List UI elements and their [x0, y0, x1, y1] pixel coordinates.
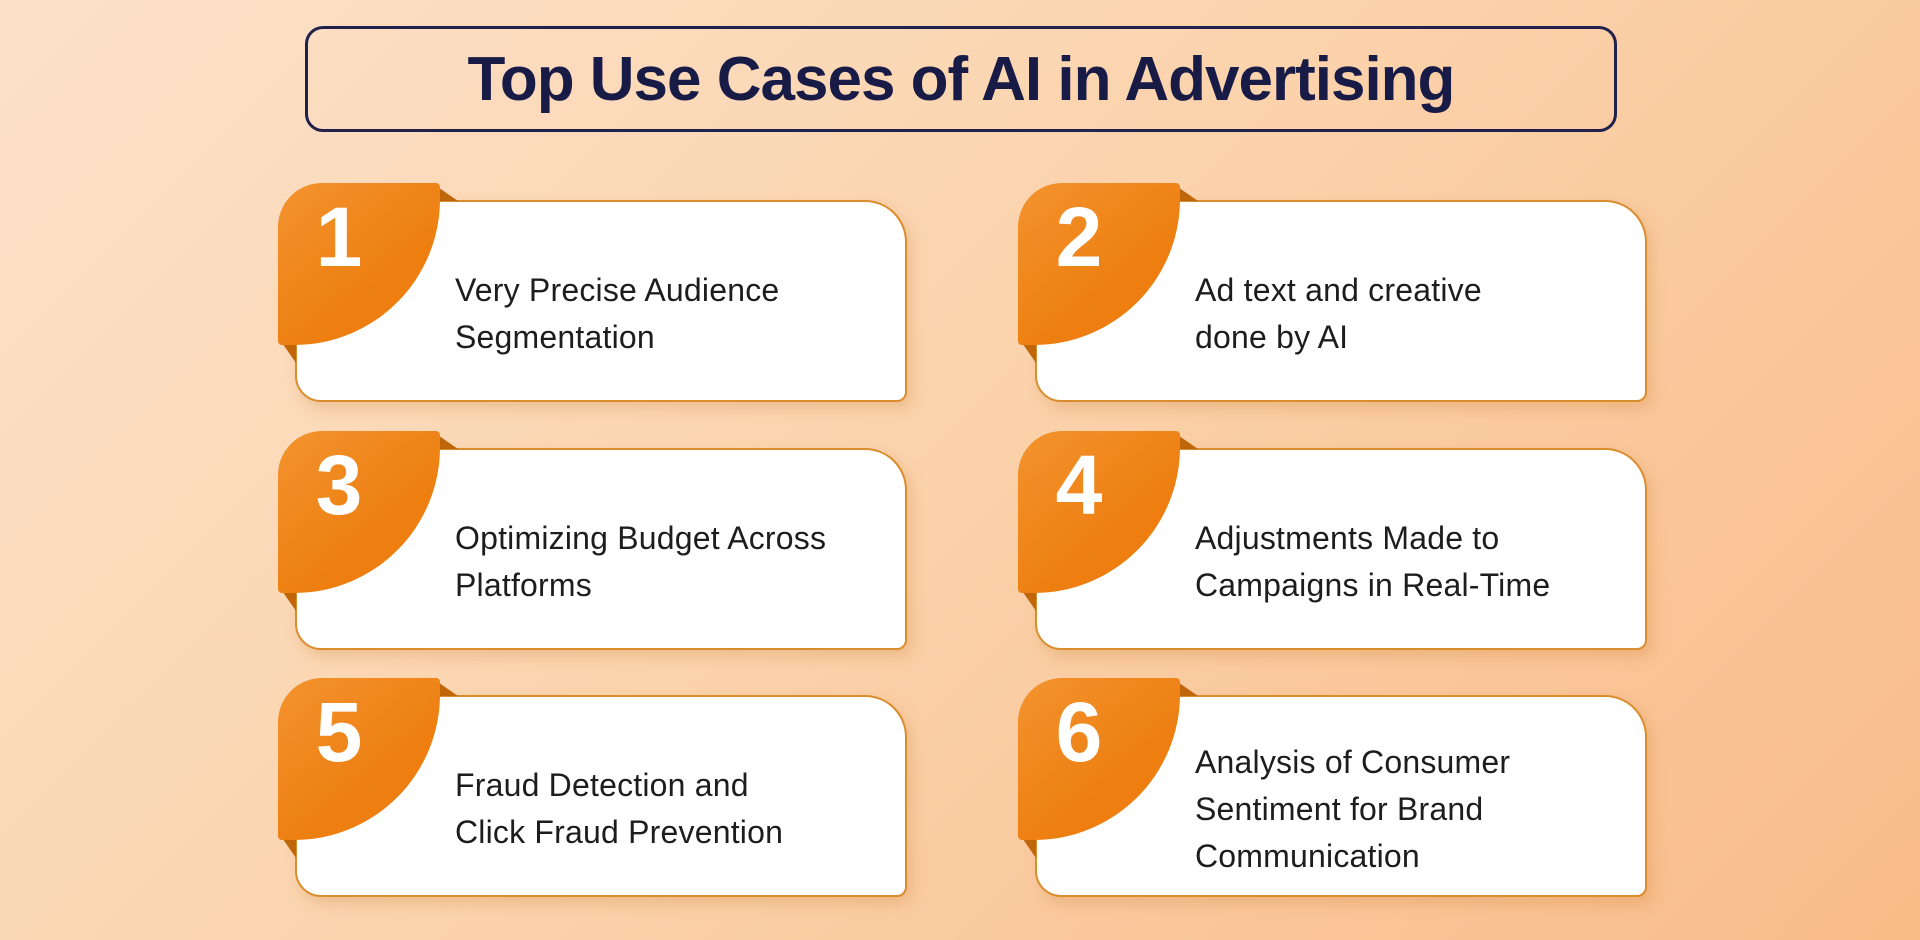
- card-label-wrap: Ad text and creative done by AI: [1195, 200, 1629, 402]
- card-label: Very Precise Audience Segmentation: [455, 272, 780, 355]
- card-label-wrap: Very Precise Audience Segmentation: [455, 200, 889, 402]
- number-badge: 5: [278, 678, 458, 858]
- number-badge: 3: [278, 431, 458, 611]
- card-label-wrap: Optimizing Budget Across Platforms: [455, 448, 889, 650]
- use-case-card-6: Analysis of Consumer Sentiment for Brand…: [1018, 678, 1647, 897]
- badge-number: 2: [1055, 190, 1103, 284]
- card-label: Adjustments Made to Campaigns in Real-Ti…: [1195, 520, 1551, 603]
- card-label-wrap: Fraud Detection and Click Fraud Preventi…: [455, 695, 889, 897]
- card-label: Fraud Detection and Click Fraud Preventi…: [455, 767, 784, 850]
- page-title: Top Use Cases of AI in Advertising: [467, 44, 1456, 114]
- card-label-wrap: Analysis of Consumer Sentiment for Brand…: [1195, 695, 1629, 897]
- number-badge: 1: [278, 183, 458, 363]
- card-label-wrap: Adjustments Made to Campaigns in Real-Ti…: [1195, 448, 1629, 650]
- card-label: Ad text and creative done by AI: [1195, 272, 1482, 355]
- number-badge: 6: [1018, 678, 1198, 858]
- number-badge: 2: [1018, 183, 1198, 363]
- use-case-card-5: Fraud Detection and Click Fraud Preventi…: [278, 678, 907, 897]
- badge-number: 1: [315, 190, 363, 284]
- badge-number: 3: [315, 438, 363, 532]
- use-case-card-1: Very Precise Audience Segmentation 1: [278, 183, 907, 402]
- card-label: Optimizing Budget Across Platforms: [455, 520, 827, 603]
- use-case-card-2: Ad text and creative done by AI 2: [1018, 183, 1647, 402]
- title-box: Top Use Cases of AI in Advertising: [305, 26, 1617, 132]
- use-case-card-3: Optimizing Budget Across Platforms 3: [278, 431, 907, 650]
- number-badge: 4: [1018, 431, 1198, 611]
- card-label: Analysis of Consumer Sentiment for Brand…: [1195, 743, 1511, 874]
- badge-number: 5: [315, 685, 363, 779]
- use-case-card-4: Adjustments Made to Campaigns in Real-Ti…: [1018, 431, 1647, 650]
- badge-number: 4: [1055, 438, 1103, 532]
- badge-number: 6: [1055, 685, 1103, 779]
